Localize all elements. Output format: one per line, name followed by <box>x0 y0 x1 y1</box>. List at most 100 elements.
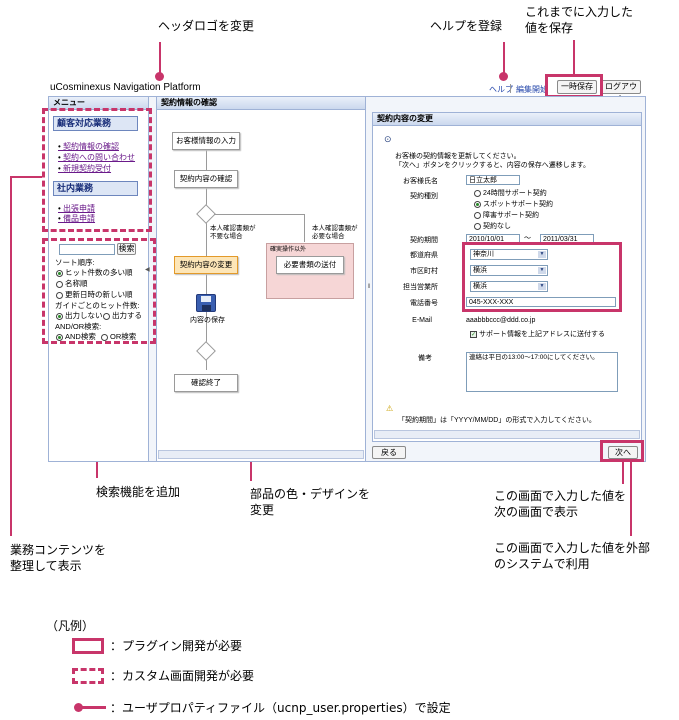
email-label: E-Mail <box>412 317 432 324</box>
city-label: 市区町村 <box>410 268 438 275</box>
marker-line-business-v <box>10 176 12 536</box>
menu-section-customer: 顧客対応業務 <box>53 116 138 131</box>
name-label: お客様氏名 <box>403 178 438 185</box>
legend-plugin: ：プラグイン開発が必要 <box>110 639 243 653</box>
marker-line-save <box>573 40 575 76</box>
radio-icon <box>101 333 108 341</box>
legend-custom: ：カスタム画面開発が必要 <box>110 669 255 683</box>
radio-icon <box>474 211 481 219</box>
logout-button[interactable]: ログアウト <box>601 80 641 103</box>
callout-next-screen: この画面で入力した値を 次の画面で表示 <box>494 489 627 519</box>
link-separator <box>510 84 511 93</box>
send-support-checkbox[interactable]: ✓サポート情報を上記アドレスに送付する <box>470 330 605 338</box>
chevron-down-icon: ▼ <box>538 251 546 258</box>
callout-external: この画面で入力した値を外部 のシステムで利用 <box>494 541 651 571</box>
info-bubble-icon: ⊙ <box>384 134 392 144</box>
flow-branch-line-down <box>304 214 305 242</box>
flow-node-end[interactable]: 確認終了 <box>174 374 238 392</box>
pref-select[interactable]: 神奈川▼ <box>470 249 548 260</box>
collapse-handle-icon[interactable]: ◀ <box>145 267 150 273</box>
menu-item-new-contract[interactable]: 新規契約受付 <box>58 163 111 174</box>
checkbox-icon: ✓ <box>470 330 477 338</box>
type-option-none[interactable]: 契約なし <box>474 222 511 232</box>
radio-icon <box>56 291 63 299</box>
chevron-down-icon: ▼ <box>538 267 546 274</box>
plugin-box-address <box>462 242 622 312</box>
flow-cond-yes: 本人確認書類が 必要な場合 <box>312 225 358 240</box>
warning-text: 「契約期間」は「YYYY/MM/DD」の形式で入力してください。 <box>398 417 596 424</box>
flow-group-label: 確実操作以外 <box>270 247 307 253</box>
marker-line-next <box>622 460 624 484</box>
warning-icon: ⚠ <box>386 404 394 413</box>
radio-icon <box>474 200 481 208</box>
legend-user-prop: ：ユーザプロパティファイル（ucnp_user.properties）で設定 <box>110 701 451 715</box>
plugin-box-next <box>600 440 644 462</box>
andor-option-or[interactable]: OR検索 <box>101 332 136 342</box>
marker-line-business-h <box>10 176 42 178</box>
menu-item-equipment[interactable]: 備品申請 <box>58 213 95 224</box>
note-textarea[interactable]: 連絡は平日の13:00～17:00にしてください。 <box>466 352 618 392</box>
edit-start-link[interactable]: 編集開始 <box>516 85 548 94</box>
pref-label: 都道府県 <box>410 252 438 259</box>
next-button[interactable]: 次へ <box>608 446 638 459</box>
custom-box-search <box>42 238 156 344</box>
splitter-handle-icon[interactable]: ‖ <box>368 284 371 290</box>
radio-icon <box>56 312 63 320</box>
form-scrollbar[interactable] <box>374 430 640 439</box>
type-option-24h[interactable]: 24時間サポート契約 <box>474 189 547 199</box>
sort-option-hits[interactable]: ヒット件数の多い順 <box>56 268 133 278</box>
radio-icon <box>56 269 63 277</box>
type-option-fault[interactable]: 障害サポート契約 <box>474 211 539 221</box>
sort-option-name[interactable]: 名称順 <box>56 279 88 289</box>
tel-label: 電話番号 <box>410 300 438 307</box>
radio-icon <box>103 312 110 320</box>
sort-option-updated[interactable]: 更新日時の新しい順 <box>56 290 133 300</box>
andor-option-and[interactable]: AND検索 <box>56 332 96 342</box>
app-title: uCosminexus Navigation Platform <box>50 82 201 93</box>
save-disk-icon[interactable] <box>196 294 216 312</box>
office-label: 担当営業所 <box>403 284 438 291</box>
type-option-spot[interactable]: スポットサポート契約 <box>474 200 553 210</box>
search-button[interactable]: 検索 <box>117 243 136 255</box>
menu-item-trip[interactable]: 出張申請 <box>58 203 95 214</box>
flow-node-input[interactable]: お客様情報の入力 <box>172 132 240 150</box>
radio-icon <box>474 222 481 230</box>
flow-scrollbar[interactable] <box>158 450 364 459</box>
radio-icon <box>56 280 63 288</box>
flow-branch-line <box>214 214 304 215</box>
callout-search: 検索機能を追加 <box>96 485 181 499</box>
legend-dot <box>74 703 83 712</box>
help-link[interactable]: ヘルプ <box>489 85 513 94</box>
flow-node-confirm[interactable]: 契約内容の確認 <box>174 170 238 188</box>
tel-input[interactable]: 045-XXX-XXX <box>466 297 616 307</box>
plugin-box-save <box>545 74 603 98</box>
office-select[interactable]: 横浜▼ <box>470 281 548 292</box>
menu-item-contract-inquiry[interactable]: 契約への問い合わせ <box>58 152 135 163</box>
radio-icon <box>474 189 481 197</box>
period-label: 契約期間 <box>410 237 438 244</box>
andor-label: AND/OR検索: <box>55 322 102 331</box>
hit-option-on[interactable]: 出力する <box>103 311 142 321</box>
callout-save-temp: これまでに入力した 値を保存 <box>525 5 634 35</box>
callout-parts-design: 部品の色・デザインを 変更 <box>250 487 371 517</box>
note-label: 備考 <box>418 355 432 362</box>
search-input[interactable] <box>59 244 115 255</box>
menu-item-contract-confirm[interactable]: 契約情報の確認 <box>58 141 119 152</box>
flow-node-send[interactable]: 必要書類の送付 <box>276 256 344 274</box>
custom-box-business <box>42 108 152 232</box>
back-button[interactable]: 戻る <box>372 446 406 459</box>
chevron-down-icon: ▼ <box>538 283 546 290</box>
legend-title: （凡例） <box>46 619 95 633</box>
temp-save-button[interactable]: 一時保存 <box>557 80 597 94</box>
marker-dot-help <box>499 72 508 81</box>
menu-section-internal: 社内業務 <box>53 181 138 196</box>
hit-option-off[interactable]: 出力しない <box>56 311 103 321</box>
flow-node-change[interactable]: 契約内容の変更 <box>174 256 238 274</box>
type-label: 契約種別 <box>410 193 438 200</box>
city-select[interactable]: 横浜▼ <box>470 265 548 276</box>
flow-cond-no: 本人確認書類が 不要な場合 <box>210 225 256 240</box>
name-input[interactable]: 日立太郎 <box>466 175 520 185</box>
legend-solid-box <box>72 638 104 654</box>
callout-help: ヘルプを登録 <box>430 19 503 33</box>
radio-icon <box>56 333 63 341</box>
